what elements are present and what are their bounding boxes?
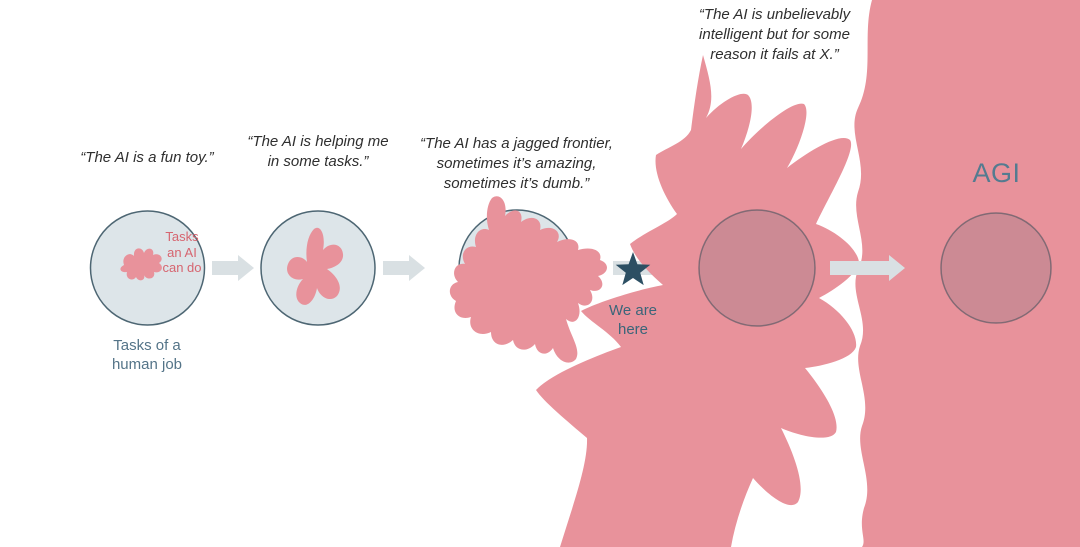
human-job-circle-1-stroke — [89, 210, 206, 326]
we-are-here-label-line: here — [617, 321, 649, 338]
human-job-circle-2-stroke — [260, 210, 376, 326]
quote-line: “The AI is helping me — [247, 133, 389, 150]
ai-tasks-blob-3 — [449, 196, 607, 363]
quote-line: sometimes it’s amazing, — [436, 155, 597, 172]
agi-region-blob — [854, 0, 1080, 547]
stage-quote-4: “The AI is unbelievably intelligent but … — [652, 5, 897, 65]
agi-label: AGI — [972, 158, 1021, 188]
quote-line: “The AI is a fun toy.” — [80, 149, 214, 166]
human-job-circle-4 — [698, 209, 816, 327]
quote-line: “The AI has a jagged frontier, — [420, 135, 613, 152]
human-job-label-line: human job — [111, 356, 183, 373]
progress-arrow-4 — [830, 255, 905, 281]
progress-arrow-1 — [212, 255, 254, 281]
stage-quote-2: “The AI is helping me in some tasks.” — [198, 132, 438, 172]
stage-quote-3: “The AI has a jagged frontier, sometimes… — [394, 134, 639, 194]
ai-tasks-blob-1 — [120, 248, 162, 281]
human-job-circle-5 — [940, 212, 1052, 324]
ai-tasks-label-line: an AI — [167, 244, 197, 260]
quote-line: “The AI is unbelievably — [698, 6, 851, 23]
ai-tasks-label-line: can do — [162, 260, 202, 275]
ai-tasks-blob-2 — [287, 227, 344, 305]
ai-tasks-blob-4 — [536, 55, 859, 547]
progress-arrow-2 — [383, 255, 425, 281]
human-job-label-line: Tasks of a — [113, 337, 181, 354]
quote-line: in some tasks.” — [267, 153, 369, 170]
quote-line: sometimes it’s dumb.” — [443, 175, 590, 192]
quote-line: reason it fails at X.” — [710, 46, 839, 63]
ai-tasks-label: Tasks an AI can do — [148, 229, 216, 276]
we-are-here-label: We are here — [593, 301, 673, 339]
we-are-here-label-line: We are — [608, 302, 658, 319]
human-job-label: Tasks of a human job — [57, 336, 237, 374]
we-are-here-star — [615, 252, 651, 286]
quote-line: intelligent but for some — [699, 26, 850, 43]
ai-tasks-label-line: Tasks — [165, 229, 199, 244]
stage-quote-1: “The AI is a fun toy.” — [27, 148, 267, 168]
